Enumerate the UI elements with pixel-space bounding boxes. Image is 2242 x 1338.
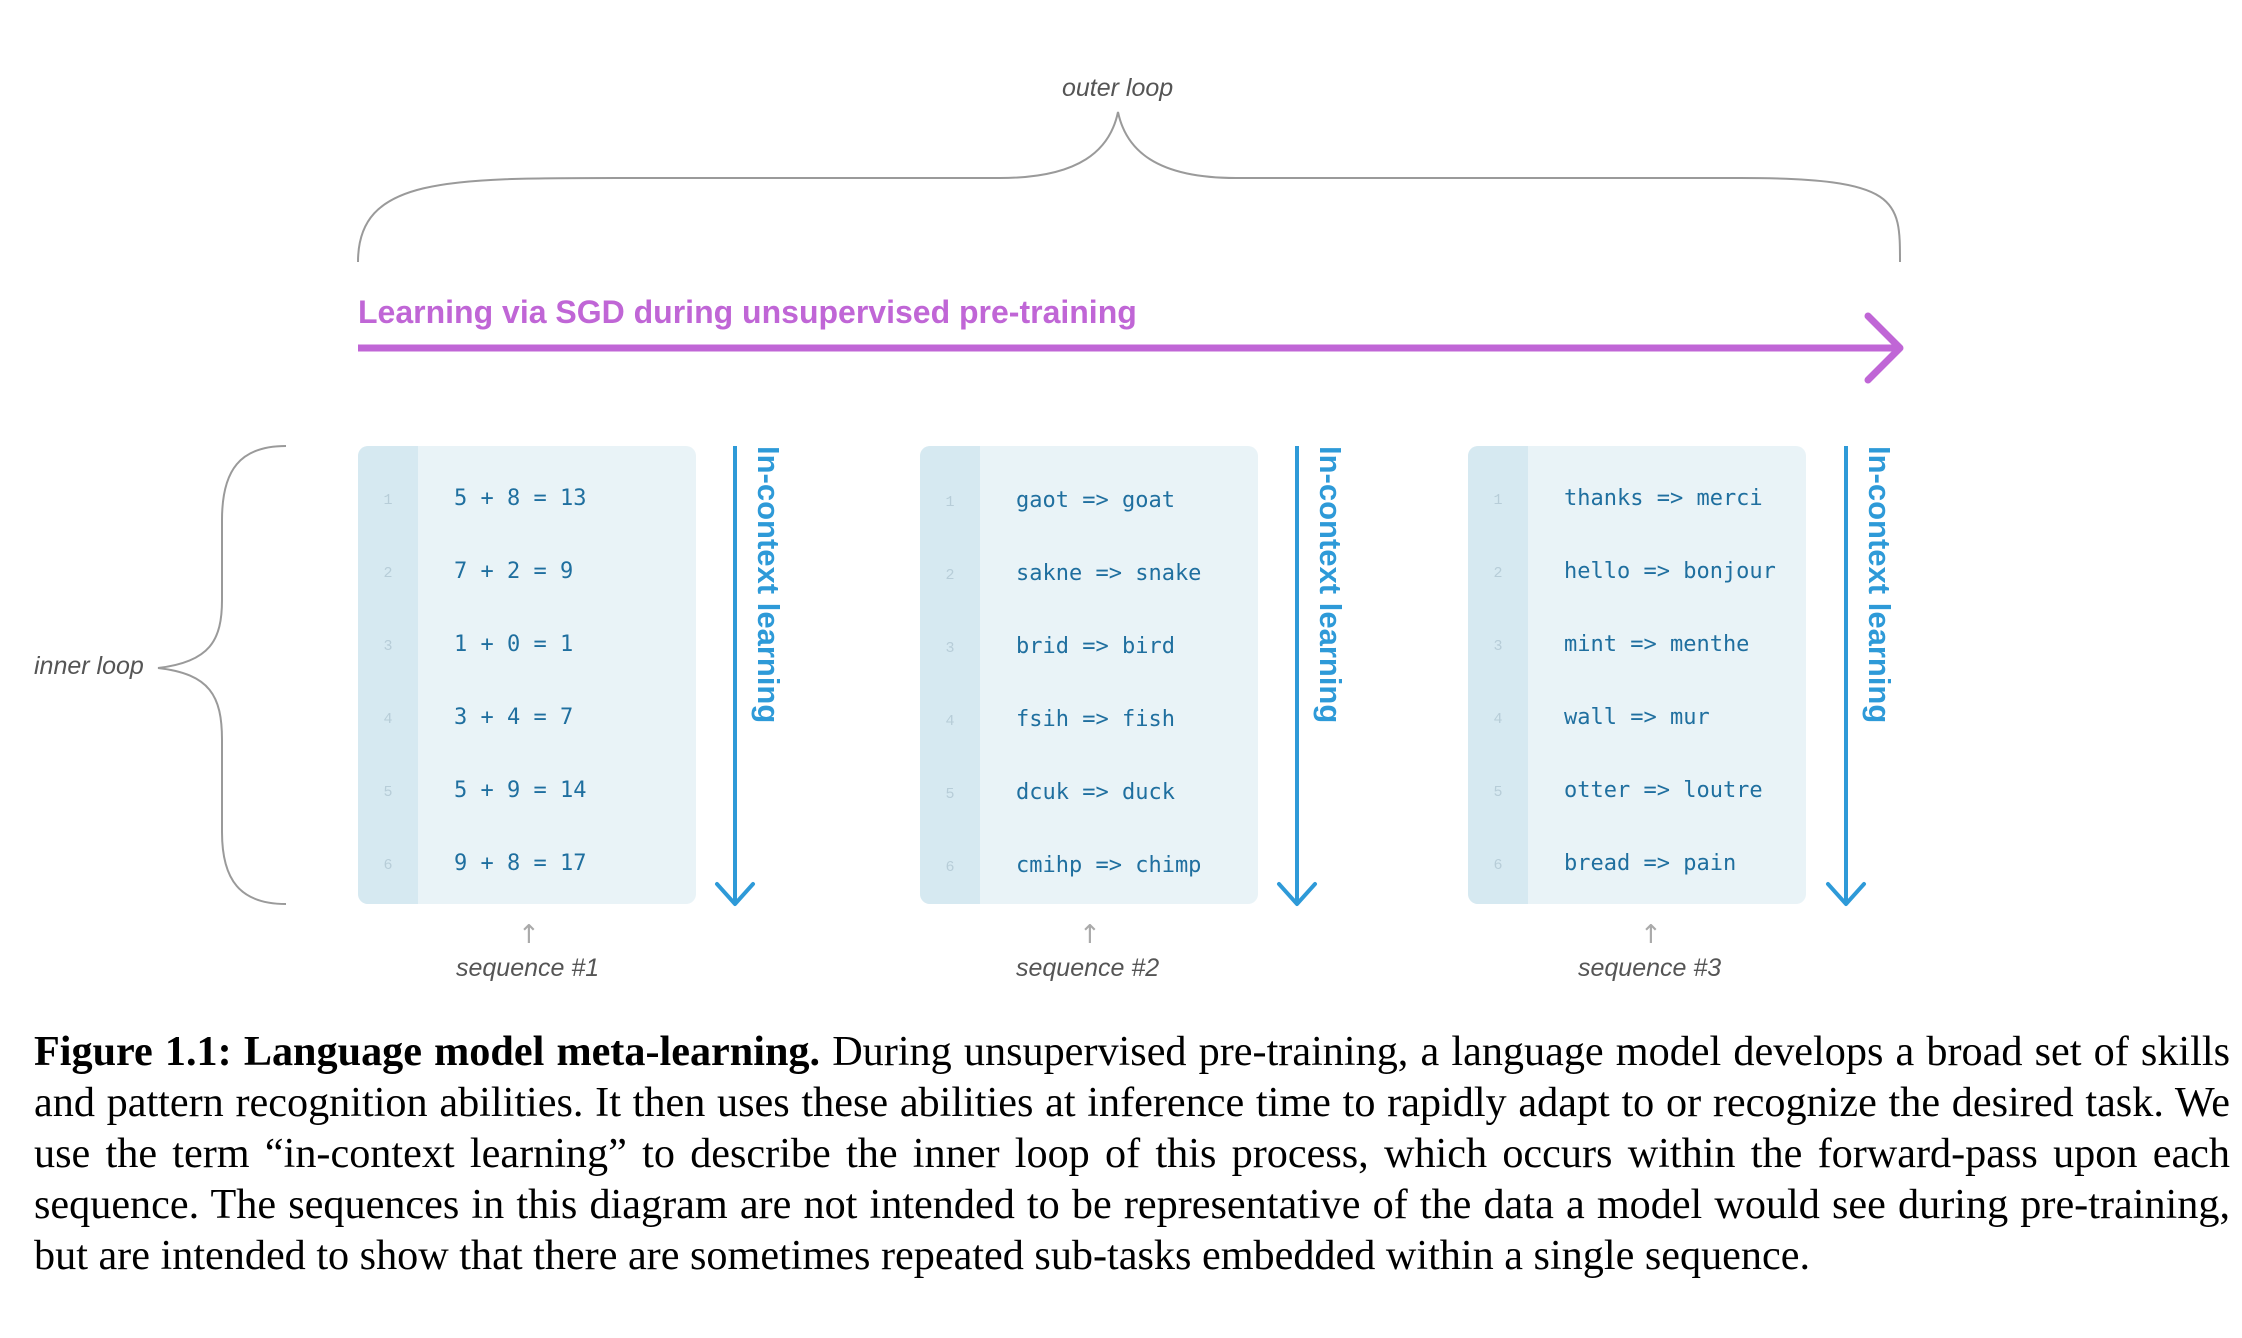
sequence-label-3: sequence #3 xyxy=(1578,954,1722,982)
code-text: gaot => goat xyxy=(1016,488,1175,513)
caption-label: Figure 1.1: Language model meta-learning… xyxy=(34,1028,821,1075)
line-number: 4 xyxy=(1493,711,1503,728)
code-text: 5 + 8 = 13 xyxy=(454,486,587,511)
sgd-arrow-head xyxy=(1864,312,1904,384)
line-number: 5 xyxy=(1493,784,1503,801)
line-number: 3 xyxy=(945,640,955,657)
code-line: 1 gaot => goat xyxy=(920,486,1258,526)
code-text: wall => mur xyxy=(1564,705,1710,730)
sequence-panel-2: 1 gaot => goat 2 sakne => snake 3 brid => b… xyxy=(920,446,1258,904)
code-text: cmihp => chimp xyxy=(1016,853,1202,878)
code-line: 4 3 + 4 = 7 xyxy=(358,703,696,743)
in-context-arrow-3 xyxy=(1826,446,1866,906)
caption-text: During unsupervised pre-training, a lang… xyxy=(34,1028,2231,1279)
code-line: 5 5 + 9 = 14 xyxy=(358,776,696,816)
code-line: 3 mint => menthe xyxy=(1468,630,1806,670)
in-context-label-1: In-context learning xyxy=(751,446,786,724)
code-text: 1 + 0 = 1 xyxy=(454,632,574,657)
code-line: 2 hello => bonjour xyxy=(1468,557,1806,597)
meta-learning-diagram: outer loop inner loop Learning via SGD d… xyxy=(34,74,1904,982)
code-line: 6 cmihp => chimp xyxy=(920,851,1258,891)
line-number: 2 xyxy=(945,567,955,584)
code-line: 6 bread => pain xyxy=(1468,849,1806,889)
sequence-label-1: sequence #1 xyxy=(456,954,600,982)
code-line: 4 fsih => fish xyxy=(920,705,1258,745)
up-arrow-icon: ↑ xyxy=(1079,920,1101,950)
code-text: sakne => snake xyxy=(1016,561,1202,586)
code-line: 5 dcuk => duck xyxy=(920,778,1258,818)
line-number: 6 xyxy=(1493,857,1503,874)
inner-loop-label: inner loop xyxy=(34,652,144,680)
in-context-label-2: In-context learning xyxy=(1313,446,1348,724)
code-text: 3 + 4 = 7 xyxy=(454,705,574,730)
line-number-gutter xyxy=(358,446,418,904)
code-line: 1 thanks => merci xyxy=(1468,484,1806,524)
code-text: fsih => fish xyxy=(1016,707,1175,732)
in-context-arrow-2 xyxy=(1277,446,1317,906)
code-line: 4 wall => mur xyxy=(1468,703,1806,743)
line-number: 5 xyxy=(383,784,393,801)
code-text: brid => bird xyxy=(1016,634,1175,659)
figure-caption: Figure 1.1: Language model meta-learning… xyxy=(34,1026,2230,1281)
line-number: 1 xyxy=(1493,492,1503,509)
diagram-graphics xyxy=(157,111,1904,906)
code-line: 6 9 + 8 = 17 xyxy=(358,849,696,889)
line-number: 2 xyxy=(1493,565,1503,582)
line-number: 3 xyxy=(1493,638,1503,655)
code-text: 7 + 2 = 9 xyxy=(454,559,574,584)
sgd-title: Learning via SGD during unsupervised pre… xyxy=(358,294,1137,330)
line-number-gutter xyxy=(1468,446,1528,904)
line-number: 6 xyxy=(383,857,393,874)
line-number: 6 xyxy=(945,859,955,876)
code-line: 3 1 + 0 = 1 xyxy=(358,630,696,670)
line-number-gutter xyxy=(920,446,980,904)
outer-loop-label: outer loop xyxy=(1062,74,1174,102)
code-line: 1 5 + 8 = 13 xyxy=(358,484,696,524)
code-text: dcuk => duck xyxy=(1016,780,1175,805)
line-number: 5 xyxy=(945,786,955,803)
sequence-label-2: sequence #2 xyxy=(1016,954,1160,982)
code-line: 2 7 + 2 = 9 xyxy=(358,557,696,597)
sequence-panel-3: 1 thanks => merci 2 hello => bonjour 3 mint… xyxy=(1468,446,1806,904)
line-number: 4 xyxy=(945,713,955,730)
code-line: 2 sakne => snake xyxy=(920,559,1258,599)
code-text: hello => bonjour xyxy=(1564,559,1776,584)
up-arrow-icon: ↑ xyxy=(1640,920,1662,950)
in-context-label-3: In-context learning xyxy=(1862,446,1897,724)
code-text: bread => pain xyxy=(1564,851,1737,876)
code-text: 5 + 9 = 14 xyxy=(454,778,587,803)
inner-loop-brace xyxy=(157,445,287,905)
code-text: 9 + 8 = 17 xyxy=(454,851,587,876)
up-arrow-icon: ↑ xyxy=(518,920,540,950)
line-number: 1 xyxy=(945,494,955,511)
in-context-arrow-1 xyxy=(715,446,755,906)
line-number: 1 xyxy=(383,492,393,509)
code-line: 3 brid => bird xyxy=(920,632,1258,672)
code-text: otter => loutre xyxy=(1564,778,1763,803)
outer-loop-brace xyxy=(357,111,1901,263)
line-number: 3 xyxy=(383,638,393,655)
line-number: 4 xyxy=(383,711,393,728)
sequence-panel-1: 1 5 + 8 = 13 2 7 + 2 = 9 3 1 + 0 = 1 4 3 + 4… xyxy=(358,446,696,904)
code-text: thanks => merci xyxy=(1564,486,1763,511)
code-text: mint => menthe xyxy=(1564,632,1750,657)
code-line: 5 otter => loutre xyxy=(1468,776,1806,816)
line-number: 2 xyxy=(383,565,393,582)
